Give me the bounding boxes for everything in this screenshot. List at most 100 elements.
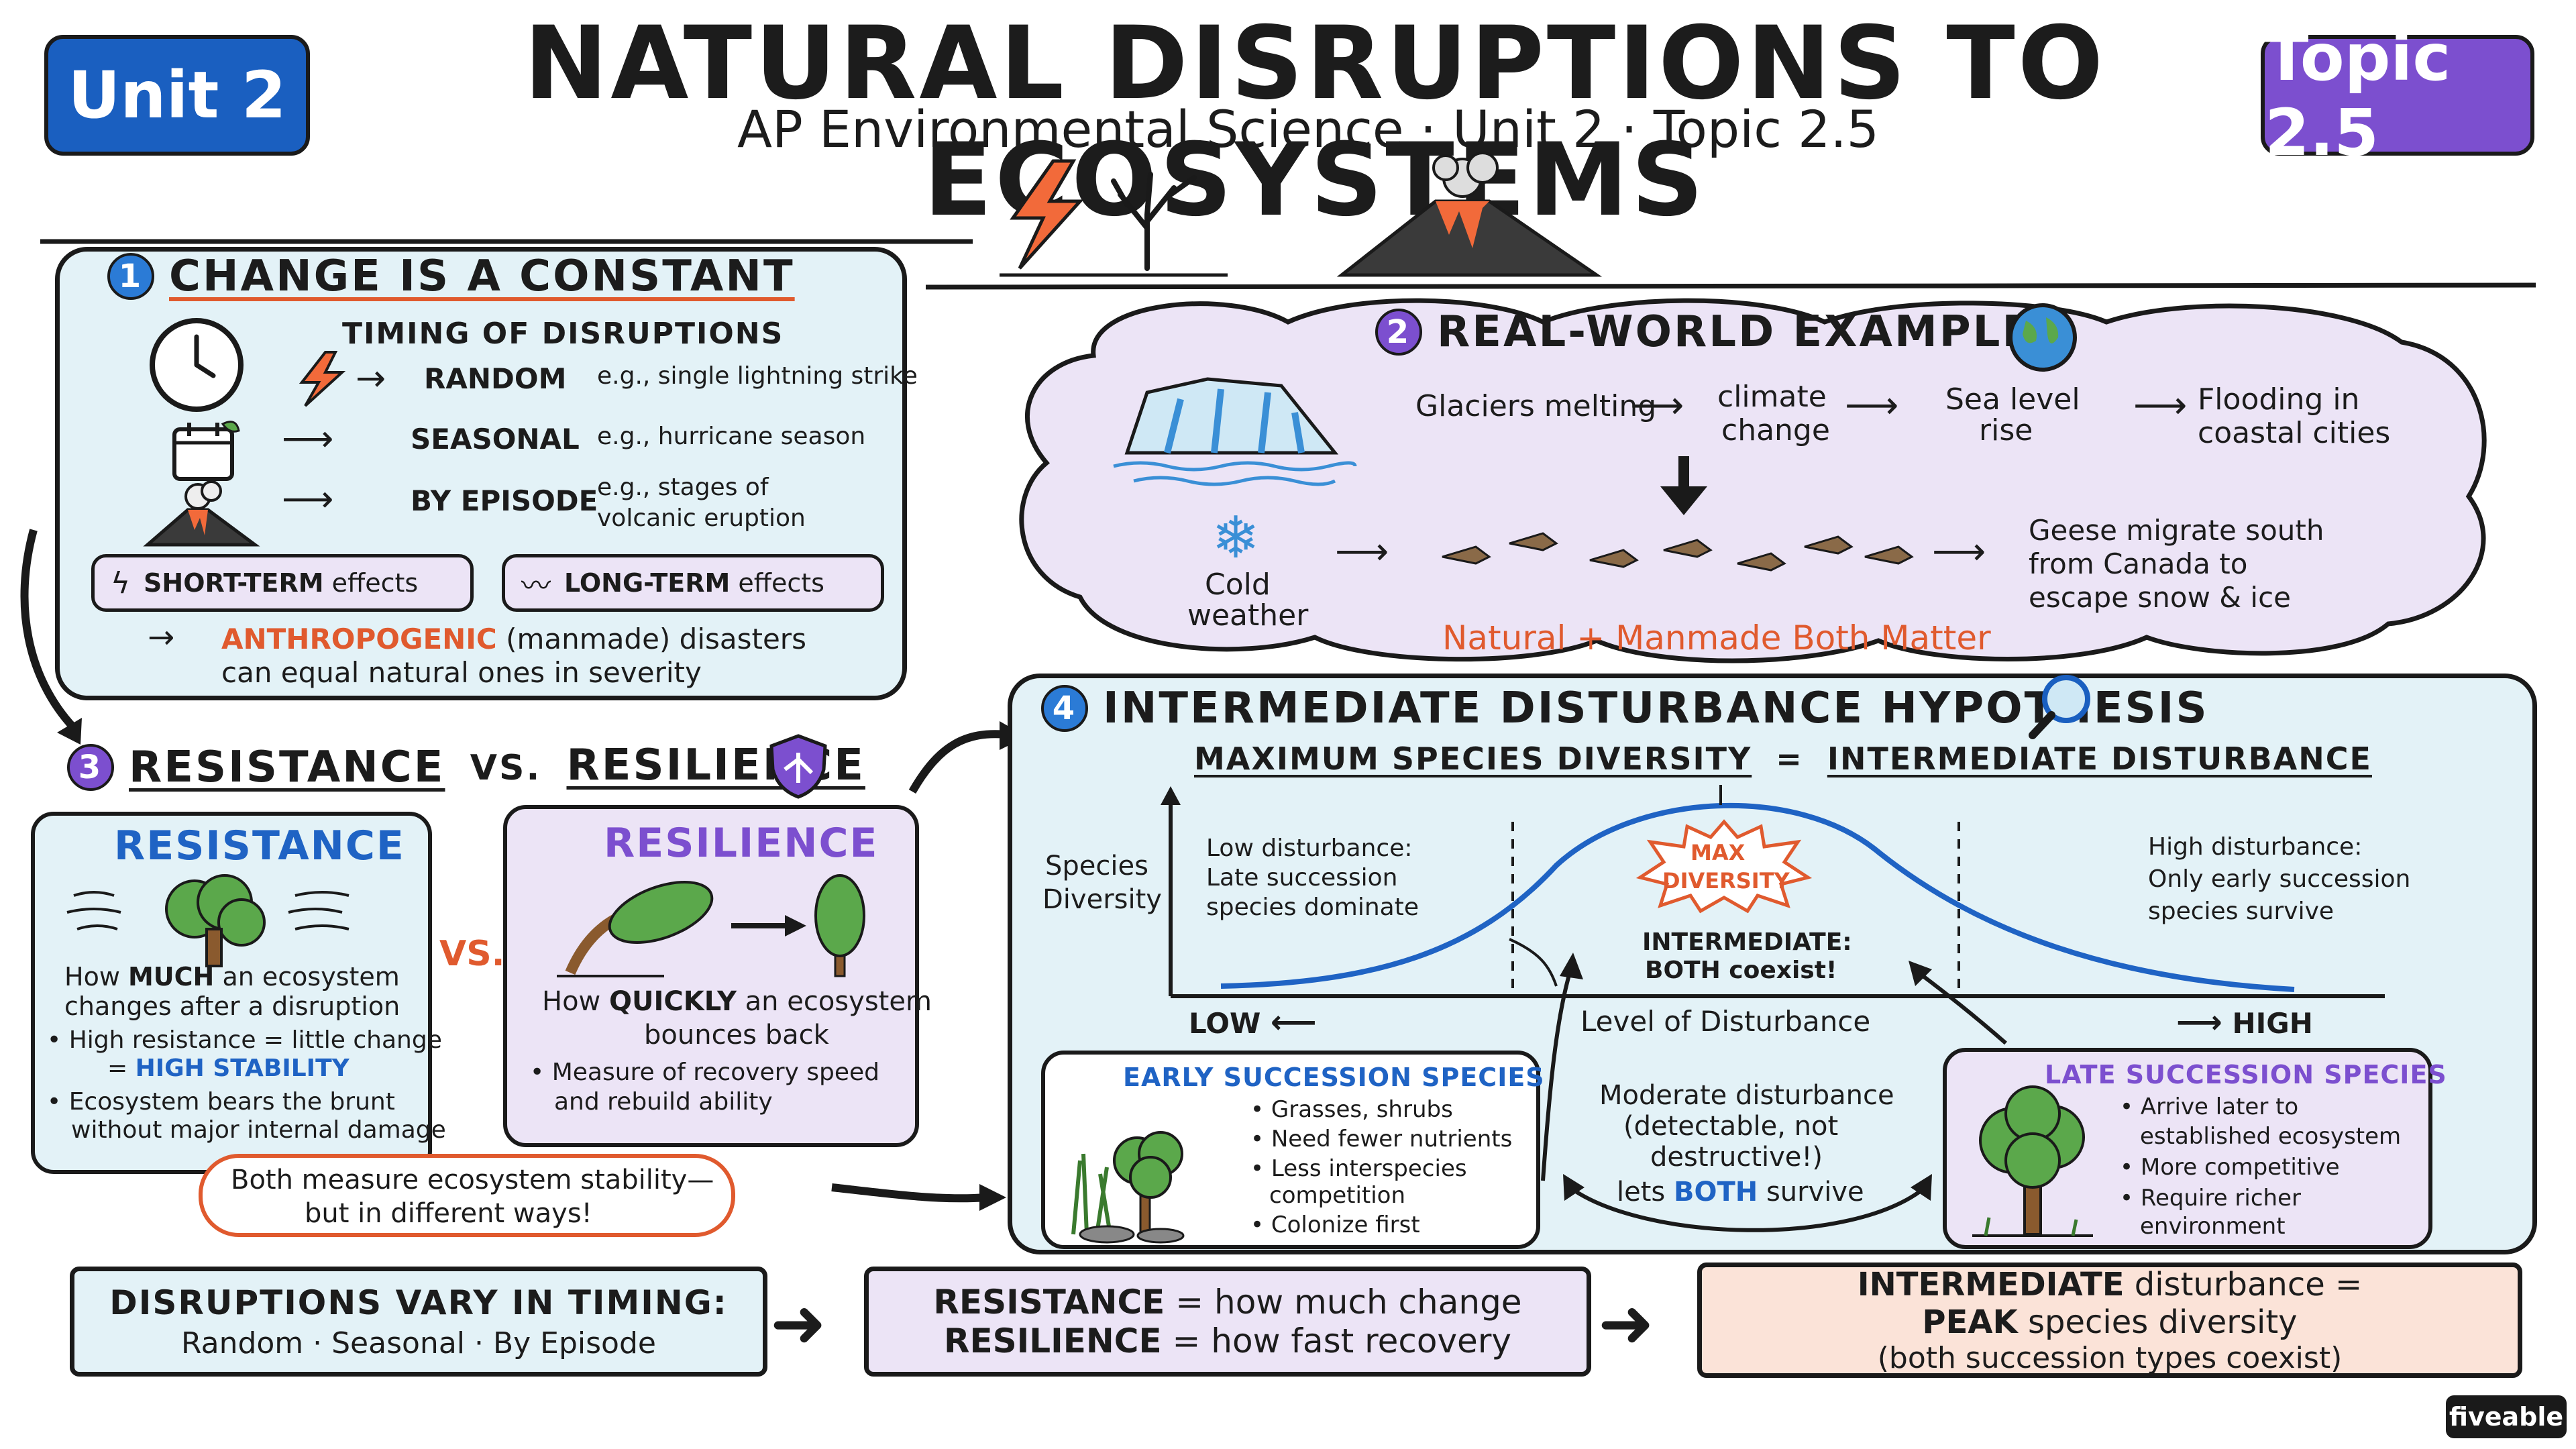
glacier-icon [1113,377,1357,486]
resistance-heading: RESISTANCE [114,822,405,869]
summary-timing-title: DISRUPTIONS VARY IN TIMING: [109,1283,728,1322]
summary-resilience-bold: RESILIENCE [944,1322,1162,1360]
late-item-2: • More competitive [2120,1154,2340,1181]
brand-logo: fiveable [2446,1395,2567,1438]
middle-line-4: lets BOTH survive [1617,1177,1864,1208]
resistance-bullet-2b: without major internal damage [71,1116,446,1144]
topic-badge-label: Topic 2.5 [2265,20,2451,170]
resistance-desc-post: an ecosystem [214,962,400,991]
summary-idh-bold: INTERMEDIATE [1857,1265,2125,1303]
summary-resilience-line: RESILIENCE = how fast recovery [944,1322,1511,1360]
y-axis-label-1: Species [1045,851,1148,881]
x-low-text: LOW [1189,1007,1261,1040]
summary-resistance-box: RESISTANCE = how much change RESILIENCE … [864,1267,1591,1377]
resilience-desc-2: bounces back [644,1020,829,1051]
resistance-card [31,812,432,1174]
snowflake-icon: ❄ [1212,504,1260,572]
chain-coastal: coastal cities [2198,416,2391,450]
resilience-heading: RESILIENCE [604,820,879,867]
low-note-3: species dominate [1206,894,1419,921]
resistance-desc-1: How MUCH an ecosystem [64,962,400,991]
volcano-small-icon [143,480,260,547]
resistance-desc-pre: How [64,962,128,991]
late-heading: LATE SUCCESSION SPECIES [2045,1060,2447,1089]
diversity-curve [1220,802,2295,992]
tree-wind-icon [66,874,350,967]
resistance-bullet-2-text: Ecosystem bears the brunt [68,1088,395,1116]
chain-climate: climate [1717,380,1827,414]
early-heading: EARLY SUCCESSION SPECIES [1123,1063,1545,1092]
summary-peak-rest: species diversity [2028,1303,2298,1341]
arrow-glyph: ⟶ [1335,530,1389,574]
weather-label: weather [1187,598,1309,633]
anthro-rest: (manmade) disasters [506,623,806,655]
high-note-1: High disturbance: [2148,833,2363,861]
y-axis-label-2: Diversity [1042,884,1162,915]
resilience-bullet-1-text: Measure of recovery speed [551,1059,880,1086]
max-label-2: DIVERSITY [1662,868,1790,894]
callout-line-1: Both measure ecosystem stability— [231,1165,714,1195]
callout-line-2: but in different ways! [305,1198,592,1229]
long-term-bold: LONG-TERM [564,568,731,598]
section3-title-a: RESISTANCE [129,743,445,793]
row-random-example: e.g., single lightning strike [597,362,918,390]
early-item-3: • Less interspecies [1250,1155,1467,1182]
arrow-glyph: ⟶ [2133,384,2188,427]
section2-cloud [1019,298,2487,663]
low-note-2: Late succession [1206,864,1398,892]
grass-shrub-icon [1071,1131,1185,1244]
middle-line-2: (detectable, not [1623,1111,1839,1142]
topic-badge: Topic 2.5 [2261,20,2534,170]
down-arrow [1660,456,1707,515]
summary-peak-bold: PEAK [1922,1303,2018,1341]
late-item-3-text: Require richer [2140,1185,2301,1212]
section4-number: 4 [1041,685,1088,733]
summary-idh-line-2: PEAK species diversity [1922,1303,2297,1341]
page-subtitle: AP Environmental Science · Unit 2 · Topi… [737,99,1880,159]
cold-label: Cold [1205,568,1271,602]
section3-title-vs: VS. [470,748,542,788]
middle-last-pre: lets [1617,1177,1674,1208]
volcano-icon [1336,152,1603,277]
section2-footer: Natural + Manmade Both Matter [1442,619,1991,657]
row-episode-example-2: volcanic eruption [597,504,806,532]
low-note-1: Low disturbance: [1206,835,1413,862]
arrow-glyph: ⟶ [1630,384,1684,427]
summary-idh-box: INTERMEDIATE disturbance = PEAK species … [1697,1263,2522,1378]
headline-right: INTERMEDIATE DISTURBANCE [1827,741,2372,777]
late-item-1-text: Arrive later to [2140,1093,2299,1120]
x-high-label: ⟶ HIGH [2176,1004,2313,1041]
geese-icon [1442,532,1914,572]
section2-title-text: REAL-WORLD EXAMPLES [1437,307,2067,358]
high-note-3: species survive [2148,898,2334,925]
middle-line-3: destructive!) [1650,1142,1823,1173]
summary-resilience-rest: = how fast recovery [1172,1322,1511,1360]
geese-line-2: from Canada to [2029,547,2248,580]
unit-badge-label: Unit 2 [68,58,286,133]
chain-rise: rise [1979,413,2033,447]
summary-timing-box: DISRUPTIONS VARY IN TIMING: Random · Sea… [70,1267,767,1377]
resilience-desc-bold: QUICKLY [608,986,737,1017]
arrow-glyph: → [356,357,386,399]
row-random-label: RANDOM [424,362,567,395]
early-item-4: • Colonize first [1250,1212,1420,1238]
stability-callout [199,1154,735,1237]
resilience-desc-1: How QUICKLY an ecosystem [542,986,932,1017]
row-seasonal-label: SEASONAL [411,423,580,455]
summary-resistance-bold: RESISTANCE [933,1283,1165,1322]
middle-last-bold: BOTH [1673,1177,1758,1208]
resistance-desc-2: changes after a disruption [64,991,400,1021]
early-item-3-text: Less interspecies [1271,1155,1467,1182]
idh-headline: MAXIMUM SPECIES DIVERSITY = INTERMEDIATE… [1194,741,2372,777]
summary-resistance-rest: = how much change [1175,1283,1522,1322]
chain-glaciers: Glaciers melting [1415,389,1657,423]
arrow-glyph: ⟶ [1932,530,1986,574]
summary-idh-line-3: (both succession types coexist) [1877,1340,2343,1375]
short-term-pill: ϟ SHORT-TERM effects [91,554,474,612]
long-term-rest: effects [738,568,824,598]
anthro-bold: ANTHROPOGENIC [221,623,497,655]
